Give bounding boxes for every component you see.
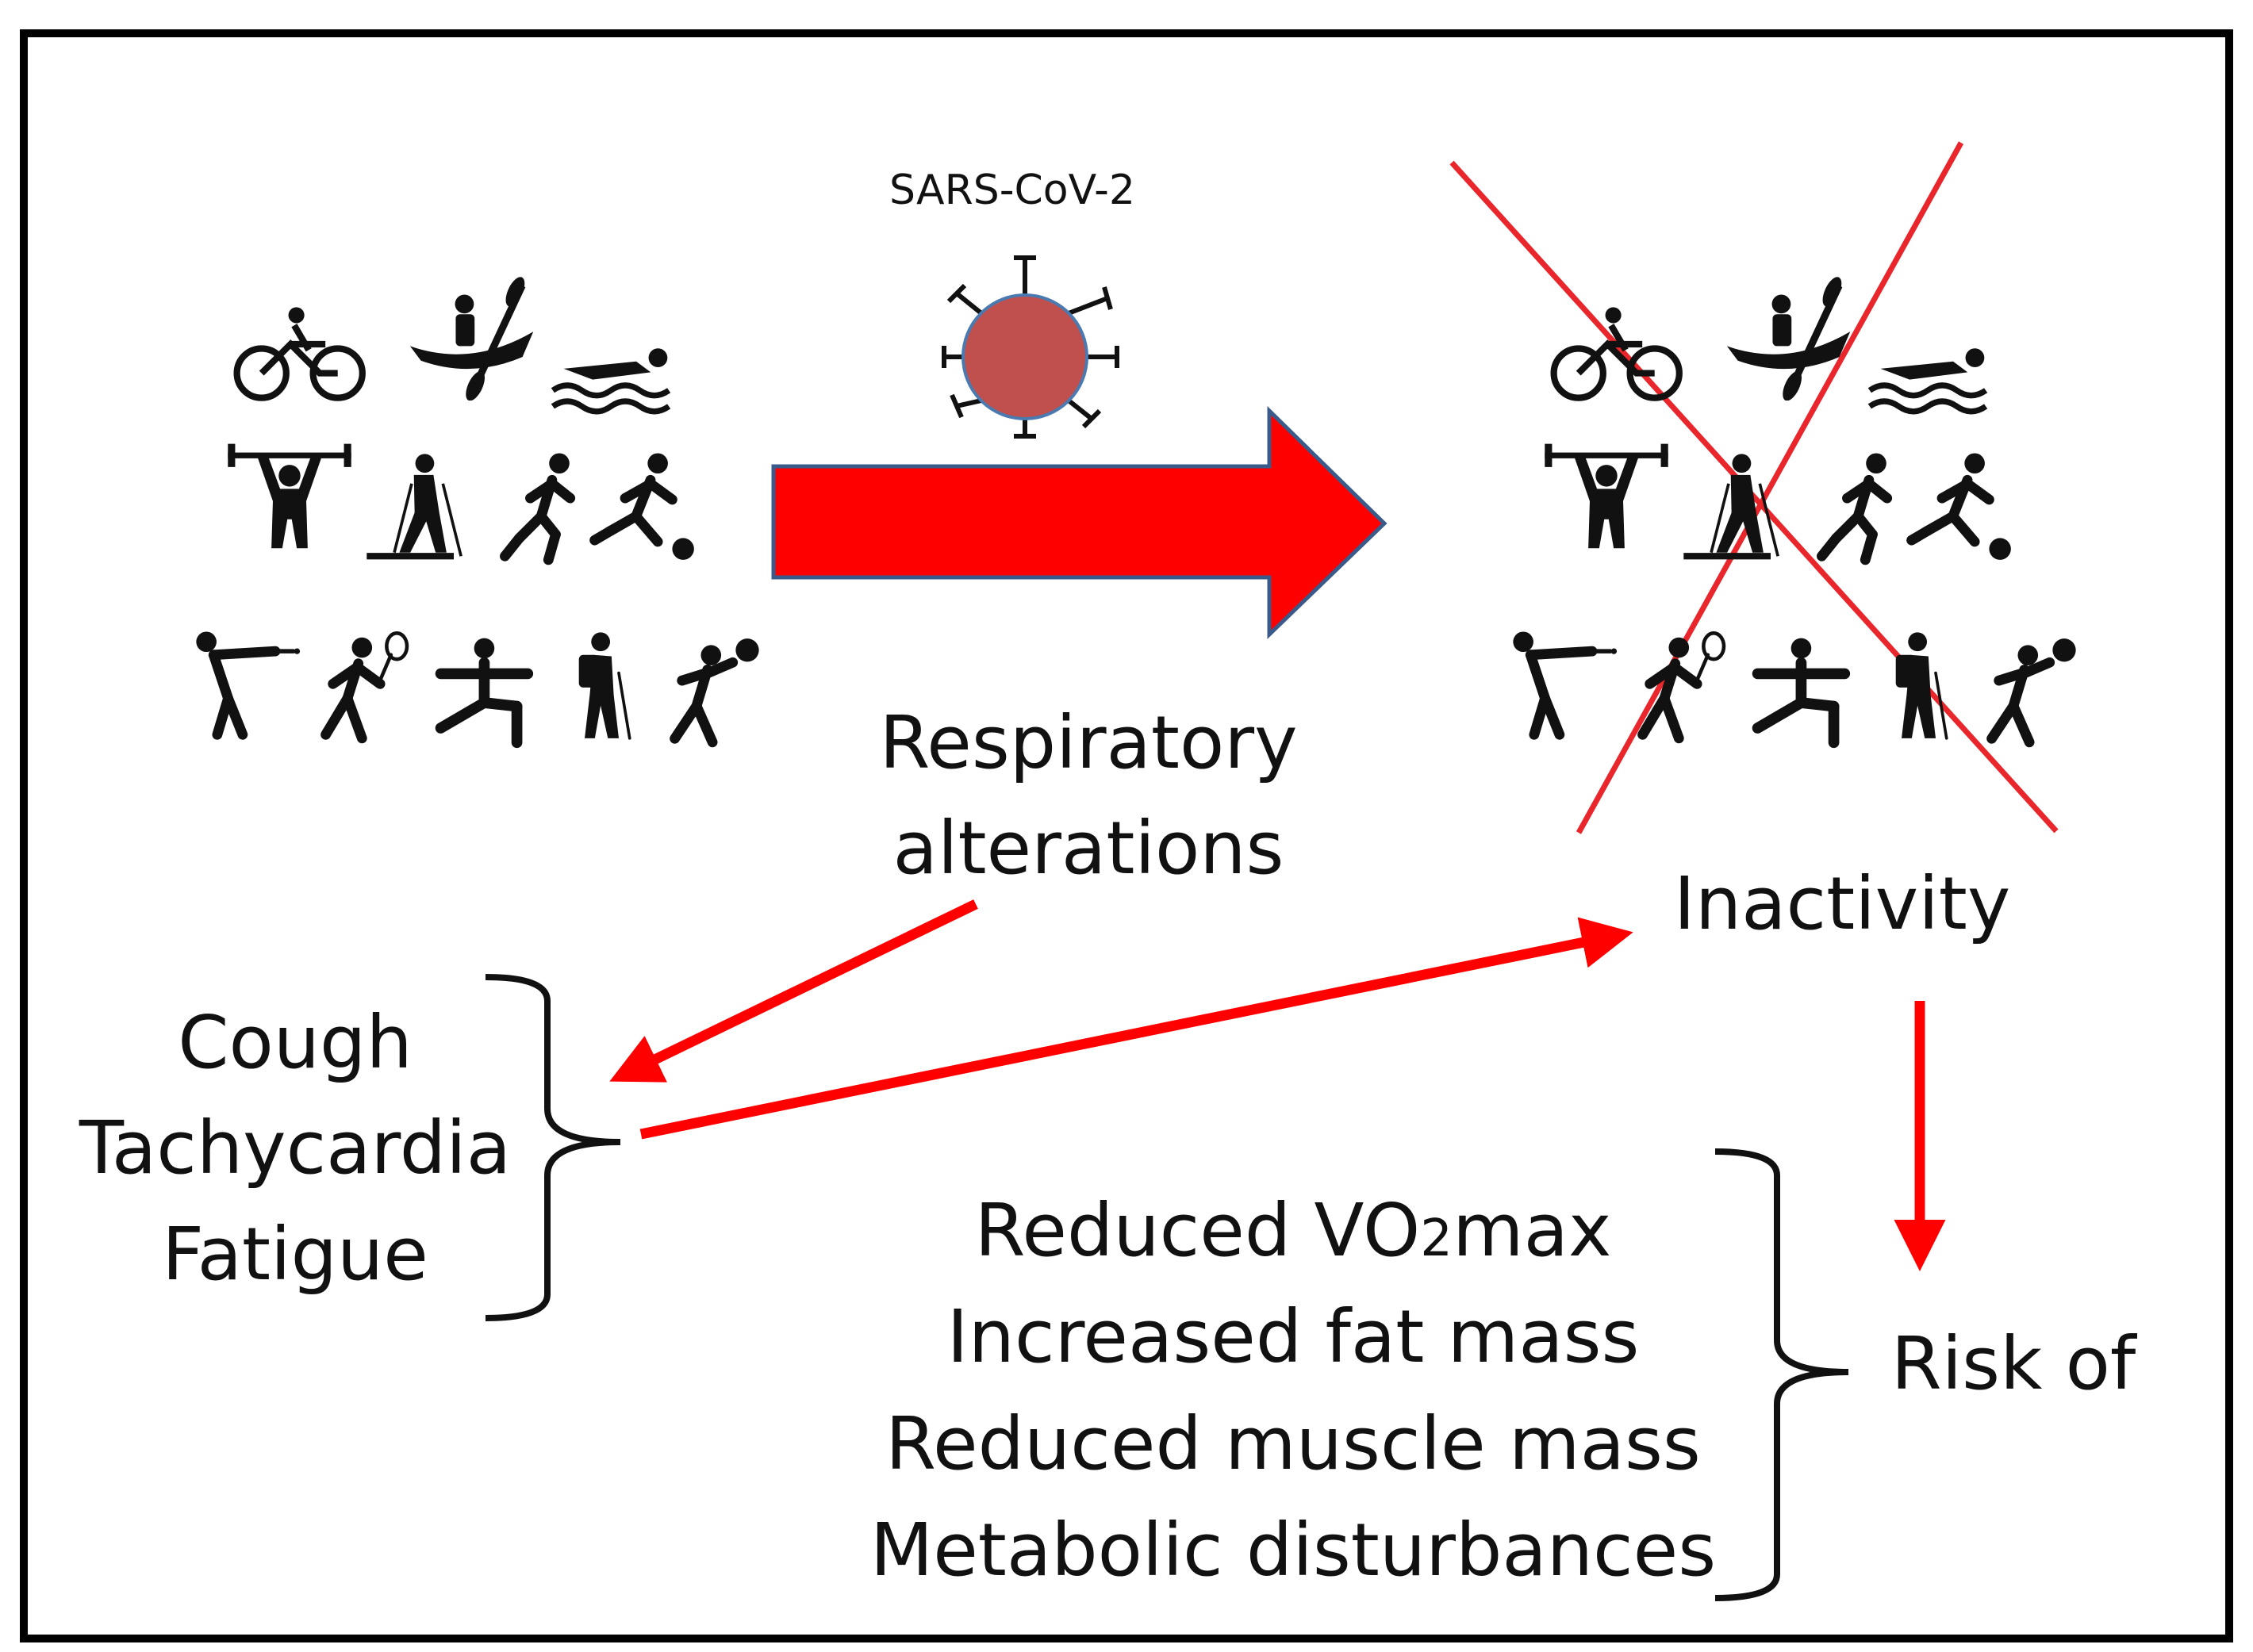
shooting-icon: [178, 619, 321, 746]
arrow-respiratory-to-symptoms: [609, 899, 978, 1083]
respiratory-line-2: alterations: [892, 806, 1284, 891]
weightlifting-icon: [218, 432, 361, 559]
big-transition-arrow: [771, 406, 1387, 639]
nordic-skiing-icon: [1674, 440, 1817, 567]
kayaking-icon: [1714, 274, 1856, 401]
lunge-icon: [416, 627, 559, 753]
risk-item-muscle-mass: Reduced muscle mass: [885, 1401, 1701, 1486]
swimming-icon: [1856, 325, 1999, 452]
symptoms-bracket: [485, 974, 621, 1321]
risk-of-label: Risk of: [1890, 1321, 2136, 1406]
risk-vo2max-text: Reduced VO2max: [974, 1188, 1612, 1273]
nordic-skiing-icon: [357, 440, 500, 567]
volleyball-icon: [1967, 623, 2110, 749]
football-icon: [579, 440, 722, 567]
respiratory-alterations-label: Respiratory alterations: [879, 690, 1297, 902]
symptom-fatigue: Fatigue: [162, 1211, 428, 1297]
risk-item-vo2max: Reduced VO2max: [870, 1178, 1716, 1284]
volleyball-icon: [651, 623, 793, 749]
cross-out-mark: [1449, 141, 2059, 834]
risks-list: Reduced VO2max Increased fat mass Reduce…: [870, 1178, 1716, 1604]
cycling-icon: [1547, 293, 1690, 420]
swimming-icon: [539, 325, 682, 452]
lunge-icon: [1733, 627, 1876, 753]
frame-border: [20, 29, 2233, 1642]
arrow-symptoms-to-inactivity: [639, 917, 1633, 1140]
symptom-cough: Cough: [178, 1000, 413, 1085]
football-icon: [1896, 440, 2039, 567]
virus-icon: [942, 255, 1119, 439]
risk-item-fat-mass: Increased fat mass: [946, 1294, 1640, 1380]
risk-item-metabolic: Metabolic disturbances: [869, 1507, 1717, 1593]
risks-bracket: [1714, 1148, 1849, 1601]
respiratory-line-1: Respiratory: [879, 700, 1298, 785]
symptoms-list: Cough Tachycardia Fatigue: [79, 990, 511, 1307]
weightlifting-icon: [1535, 432, 1678, 559]
virus-label: SARS-CoV-2: [889, 167, 1135, 214]
shooting-icon: [1495, 619, 1638, 746]
symptom-tachycardia: Tachycardia: [79, 1106, 512, 1191]
kayaking-icon: [397, 274, 539, 401]
inactivity-label: Inactivity: [1673, 861, 2011, 946]
cycling-icon: [230, 293, 373, 420]
